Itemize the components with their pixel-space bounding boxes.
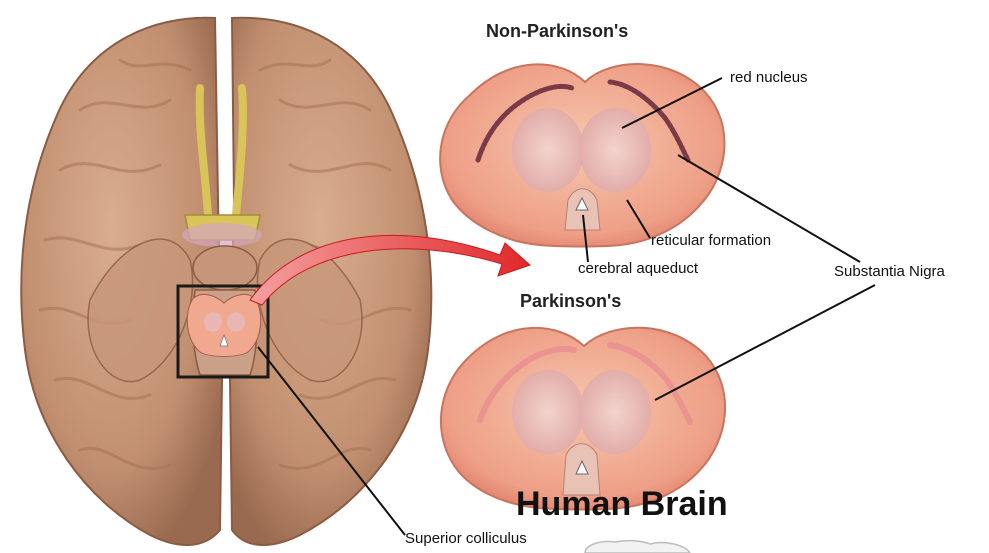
title-non-parkinsons: Non-Parkinson's [486, 21, 628, 41]
brain-illustration [21, 18, 431, 545]
midbrain-parkinsons [441, 328, 725, 510]
midbrain-section-small [187, 294, 260, 356]
midbrain-non-parkinsons [440, 64, 724, 246]
pons [193, 246, 257, 290]
label-reticular-formation: reticular formation [651, 232, 771, 249]
bottom-brain-icon-partial [585, 541, 690, 553]
title-parkinsons: Parkinson's [520, 291, 621, 311]
label-superior-colliculus: Superior colliculus [405, 530, 527, 547]
red-nucleus-left [512, 108, 584, 192]
label-cerebral-aqueduct: cerebral aqueduct [578, 260, 699, 277]
main-title: Human Brain [516, 485, 728, 523]
label-red-nucleus: red nucleus [730, 69, 808, 86]
red-nucleus-right-pd [579, 370, 651, 454]
red-nucleus-left-pd [512, 370, 584, 454]
red-nucleus-right [579, 108, 651, 192]
label-substantia-nigra: Substantia Nigra [834, 263, 946, 280]
